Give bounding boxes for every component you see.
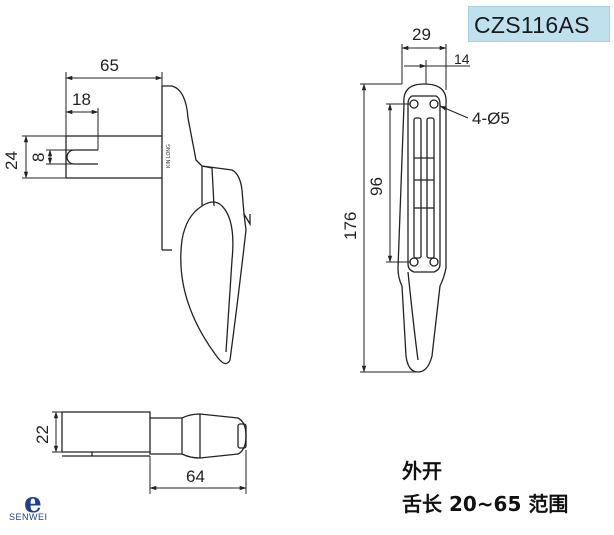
side-view xyxy=(65,85,251,365)
model-number: CZS116AS xyxy=(474,12,590,38)
bottom-outline xyxy=(61,411,247,459)
side-dimensions xyxy=(22,72,163,179)
bottom-dimensions xyxy=(52,411,247,494)
handle-outer xyxy=(180,166,247,365)
knob-detail xyxy=(201,165,215,207)
dim-64: 64 xyxy=(186,467,205,486)
bottom-view xyxy=(61,411,247,459)
front-inner-plate xyxy=(407,95,441,273)
model-badge xyxy=(468,6,610,42)
front-outline xyxy=(397,83,447,373)
dim-24: 24 xyxy=(2,151,21,170)
dim-176: 176 xyxy=(341,212,360,240)
dim-8: 8 xyxy=(29,153,48,162)
logo-word: SENWEI xyxy=(9,512,48,522)
front-dimensions xyxy=(360,44,470,373)
dim-holes: 4-Ø5 xyxy=(472,109,510,128)
handle-inner xyxy=(201,201,234,353)
dim-65: 65 xyxy=(100,56,119,75)
tongue-slot xyxy=(66,149,98,165)
note-opening-direction: 外开 xyxy=(402,459,442,483)
dim-96: 96 xyxy=(367,177,386,196)
dim-29: 29 xyxy=(412,25,431,44)
logo-e-icon: e xyxy=(24,486,42,519)
brand-logo: e SENWEI xyxy=(4,486,64,526)
brand-text: KIN LONG xyxy=(166,144,172,168)
dim-22: 22 xyxy=(33,425,52,444)
dim-18: 18 xyxy=(72,90,91,109)
note-tongue-length: 舌长 20~65 范围 xyxy=(402,492,569,516)
dim-14: 14 xyxy=(454,51,470,67)
front-view xyxy=(397,83,447,373)
base-plate xyxy=(161,85,251,250)
tongue-outline xyxy=(65,135,162,179)
